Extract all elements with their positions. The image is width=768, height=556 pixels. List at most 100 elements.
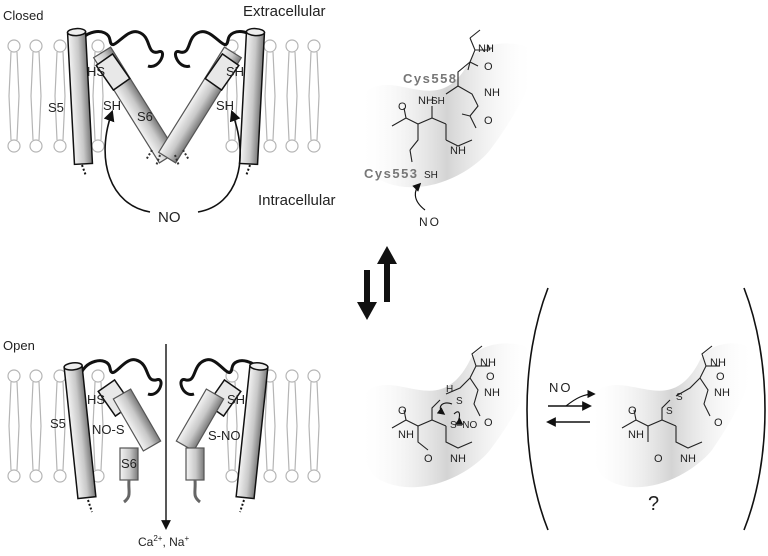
lipid-head <box>285 369 299 383</box>
closed-label: Closed <box>3 8 43 23</box>
hs-label-closed: HS <box>87 64 105 79</box>
extracellular-label: Extracellular <box>243 3 326 20</box>
chem-top-o558: O <box>484 115 493 127</box>
chem-bl-o-bot: O <box>424 453 433 465</box>
hs-label-open: HS <box>87 392 105 407</box>
chem-bottom-right: NH O S S NH O NH O O NH ? <box>588 343 755 515</box>
equilibrium-arrows <box>357 246 397 320</box>
chem-bl-nh-bot: NH <box>450 453 466 465</box>
lipid-tail <box>264 381 276 471</box>
lipid-head <box>29 139 43 153</box>
chem-bl-h: H <box>446 384 453 395</box>
chem-top-nh1: NH <box>478 43 494 55</box>
lipid-head <box>53 39 67 53</box>
open-s6-upper-left <box>112 388 162 452</box>
lipid-tail <box>286 381 298 471</box>
chem-br-nh-mid: NH <box>714 387 730 399</box>
chem-br-o-top: O <box>716 371 725 383</box>
chem-top-o1: O <box>484 61 493 73</box>
chem-top-nh558: NH <box>484 87 500 99</box>
chem-br-nh-top: NH <box>710 357 726 369</box>
chem-br-nh-left: NH <box>628 429 644 441</box>
cys558-label: Cys558 <box>403 71 458 86</box>
lipid-tail <box>30 51 42 141</box>
sh-left-closed: SH <box>103 98 121 113</box>
lipid-head <box>53 139 67 153</box>
chem-bottom-left: NH O H S NH O S–NO NH O O NH <box>358 343 536 488</box>
chem-top-no-arrow <box>412 182 426 211</box>
no-arrow-right <box>197 109 241 213</box>
loop-left <box>76 30 164 68</box>
lipid-head <box>307 139 321 153</box>
sh-top-right-closed: SH <box>226 64 244 79</box>
lipid-head <box>7 139 21 153</box>
chem-br-nh-bot: NH <box>680 453 696 465</box>
lipid-head <box>263 139 277 153</box>
lipid-head <box>53 469 67 483</box>
lipid-head <box>29 469 43 483</box>
lipid-head <box>263 39 277 53</box>
s5-label-closed: S5 <box>48 100 64 115</box>
open-loop-left <box>78 358 163 396</box>
lipid-head <box>307 469 321 483</box>
chem-br-s1: S <box>676 392 683 403</box>
lipid-head <box>29 39 43 53</box>
membrane-bottom <box>7 369 321 483</box>
s6-label-closed: S6 <box>137 109 153 124</box>
lipid-head <box>285 39 299 53</box>
s5-label-open: S5 <box>50 416 66 431</box>
lipid-head <box>29 369 43 383</box>
chem-top-nh553b: NH <box>450 145 466 157</box>
chem-bl-o-left: O <box>398 405 407 417</box>
lipid-head <box>7 369 21 383</box>
s5-helix-right <box>238 30 266 166</box>
lipid-tail <box>54 381 66 471</box>
sh-right-closed: SH <box>216 98 234 113</box>
nos-label-open: NO-S <box>92 422 125 437</box>
lipid-head <box>285 469 299 483</box>
chem-br-s2: S <box>666 406 673 417</box>
chem-bl-sno: S–NO <box>450 420 477 431</box>
s6-label-open: S6 <box>121 456 137 471</box>
lipid-tail <box>8 51 20 141</box>
membrane-top <box>7 39 321 153</box>
chem-bl-o-mid: O <box>484 417 493 429</box>
lipid-tail <box>308 51 320 141</box>
lipid-tail <box>264 51 276 141</box>
chem-top: Cys558 Cys553 NH O SH NH O NH O NH SH NO <box>358 29 536 229</box>
chem-top-no: NO <box>419 215 441 229</box>
chem-br-o-bot: O <box>654 453 663 465</box>
cys553-label: Cys553 <box>364 166 419 181</box>
lipid-head <box>91 139 105 153</box>
open-label: Open <box>3 338 35 353</box>
lipid-head <box>307 369 321 383</box>
lipid-head <box>263 469 277 483</box>
chem-bl-nh-mid: NH <box>484 387 500 399</box>
reaction-arrows <box>546 389 596 427</box>
lipid-head <box>91 39 105 53</box>
chem-top-sh553: SH <box>424 170 438 181</box>
question-mark: ? <box>648 493 659 515</box>
chem-br-o-mid: O <box>714 417 723 429</box>
pore-helix-left <box>95 52 131 92</box>
open-s6-upper-right <box>175 388 225 452</box>
chem-top-o553: O <box>398 101 407 113</box>
lipid-head <box>91 369 105 383</box>
lipid-head <box>7 469 21 483</box>
chem-bl-o-top: O <box>486 371 495 383</box>
lipid-head <box>307 39 321 53</box>
sno-label-open: S-NO <box>208 428 241 443</box>
open-s6-lower-right <box>185 447 205 481</box>
shade-band-top <box>358 43 536 188</box>
ion-label: Ca2+, Na+ <box>138 534 189 549</box>
lipid-tail <box>286 51 298 141</box>
bracket-left <box>526 287 549 531</box>
chem-top-sh558: SH <box>431 96 445 107</box>
s5-helix-left <box>66 30 94 166</box>
intracellular-label: Intracellular <box>258 192 336 209</box>
pore-helix-right <box>204 52 240 92</box>
lipid-head <box>225 469 239 483</box>
chem-top-nh553: NH <box>418 95 434 107</box>
lipid-head <box>225 139 239 153</box>
